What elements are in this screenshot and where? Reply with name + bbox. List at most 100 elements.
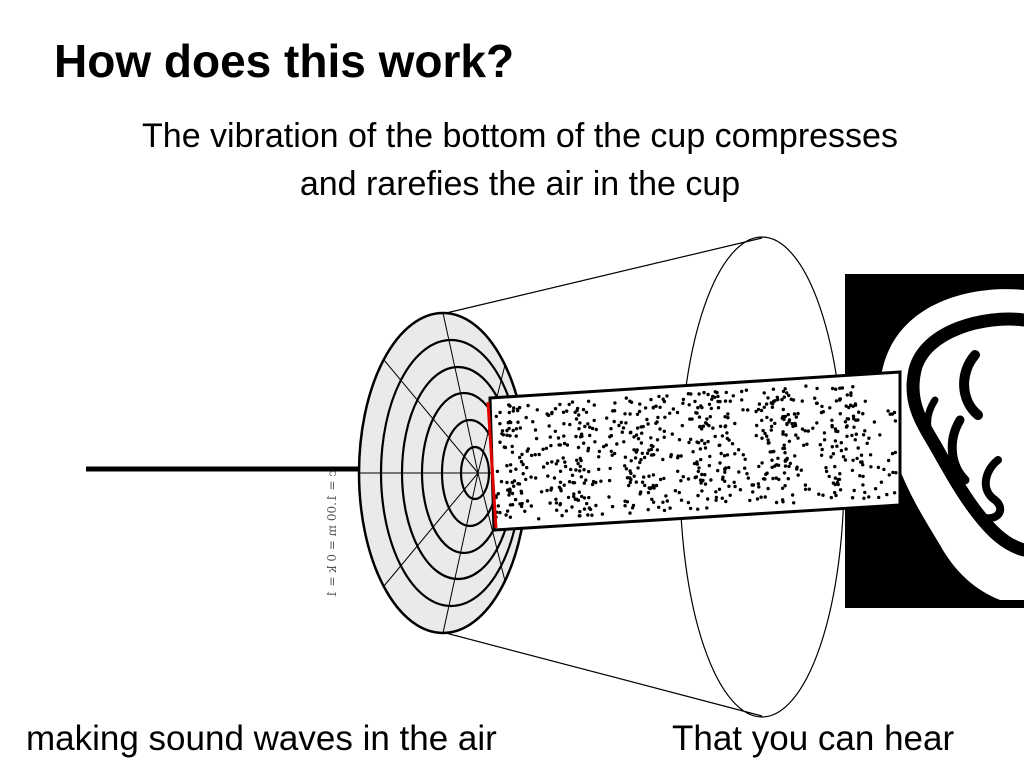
air-particle [689, 392, 693, 396]
air-particle [853, 403, 858, 407]
air-particle [642, 455, 647, 460]
air-particle [795, 467, 799, 471]
air-particle [803, 487, 808, 491]
air-particle [728, 493, 732, 497]
air-particle [577, 427, 581, 431]
air-particle [886, 458, 891, 463]
air-particle [561, 410, 566, 414]
air-particle [650, 497, 654, 501]
air-particle [525, 499, 530, 503]
air-particle [719, 451, 723, 456]
air-particle [521, 472, 525, 476]
air-particle [663, 415, 667, 419]
air-particle [562, 483, 566, 487]
air-particle [720, 434, 725, 438]
air-particle [724, 390, 728, 395]
air-particle [617, 423, 621, 428]
air-particle [613, 401, 617, 405]
air-particle [709, 406, 713, 411]
air-particle [766, 486, 770, 491]
air-particle [862, 496, 866, 500]
air-particle [624, 396, 628, 400]
air-particle [549, 488, 553, 492]
air-particle [632, 474, 636, 478]
air-particle [658, 427, 662, 431]
air-particle [890, 451, 895, 456]
air-particle [581, 407, 586, 412]
air-particle [605, 416, 609, 420]
air-particle [629, 477, 633, 482]
air-particle [645, 417, 649, 422]
air-particle [521, 462, 525, 467]
air-particle [499, 479, 504, 484]
air-particle [773, 399, 777, 403]
air-particle [643, 483, 647, 488]
air-particle [498, 422, 502, 426]
air-particle [510, 444, 514, 449]
air-particle [792, 501, 796, 505]
air-particle [511, 409, 515, 413]
air-particle [696, 406, 700, 410]
air-particle [893, 419, 898, 423]
air-particle [717, 487, 722, 491]
air-particle [559, 487, 563, 491]
air-particle [534, 436, 539, 441]
air-particle [730, 442, 735, 446]
air-particle [891, 470, 895, 475]
air-particle [594, 427, 598, 432]
air-particle [512, 484, 516, 488]
air-particle [780, 486, 785, 490]
air-particle [635, 412, 640, 416]
air-particle [516, 482, 520, 486]
air-particle [504, 513, 508, 517]
air-particle [657, 394, 661, 399]
air-particle [623, 504, 627, 508]
air-particle [709, 478, 713, 482]
air-particle [572, 494, 576, 499]
air-particle [577, 413, 581, 417]
air-particle [505, 428, 509, 433]
air-particle [763, 431, 767, 436]
air-particle [872, 420, 877, 424]
air-particle [885, 492, 889, 497]
air-particle [620, 430, 624, 434]
air-particle [757, 485, 761, 489]
air-particle [524, 477, 528, 482]
air-particle [609, 427, 613, 431]
air-particle [688, 506, 693, 511]
air-particle [582, 481, 586, 485]
air-particle [554, 462, 558, 466]
air-particle [807, 487, 811, 491]
caption-right: That you can hear [672, 719, 955, 758]
air-particle [686, 477, 691, 481]
air-particle [635, 448, 639, 452]
air-particle [780, 397, 784, 402]
air-particle [508, 487, 512, 491]
air-particle [529, 475, 533, 479]
air-particle [554, 497, 558, 501]
air-particle [636, 437, 641, 441]
air-particle [762, 391, 766, 395]
air-particle [856, 446, 860, 450]
air-particle [664, 494, 668, 498]
air-particle [869, 465, 873, 469]
air-particle [723, 425, 727, 429]
air-particle [824, 466, 828, 470]
air-particle [562, 441, 567, 446]
air-particle [634, 480, 638, 484]
air-particle [697, 466, 701, 470]
air-particle [769, 418, 773, 422]
air-particle [648, 486, 653, 491]
air-particle [782, 395, 786, 399]
air-particle [556, 459, 560, 463]
air-particle [571, 480, 575, 485]
air-particle [642, 475, 646, 479]
air-particle [693, 399, 697, 404]
air-particle [654, 404, 658, 408]
air-particle [665, 499, 669, 503]
air-particle [599, 479, 603, 483]
air-particle [708, 415, 712, 419]
air-particle [765, 415, 769, 420]
air-particle [828, 406, 832, 410]
air-particle [710, 397, 714, 401]
